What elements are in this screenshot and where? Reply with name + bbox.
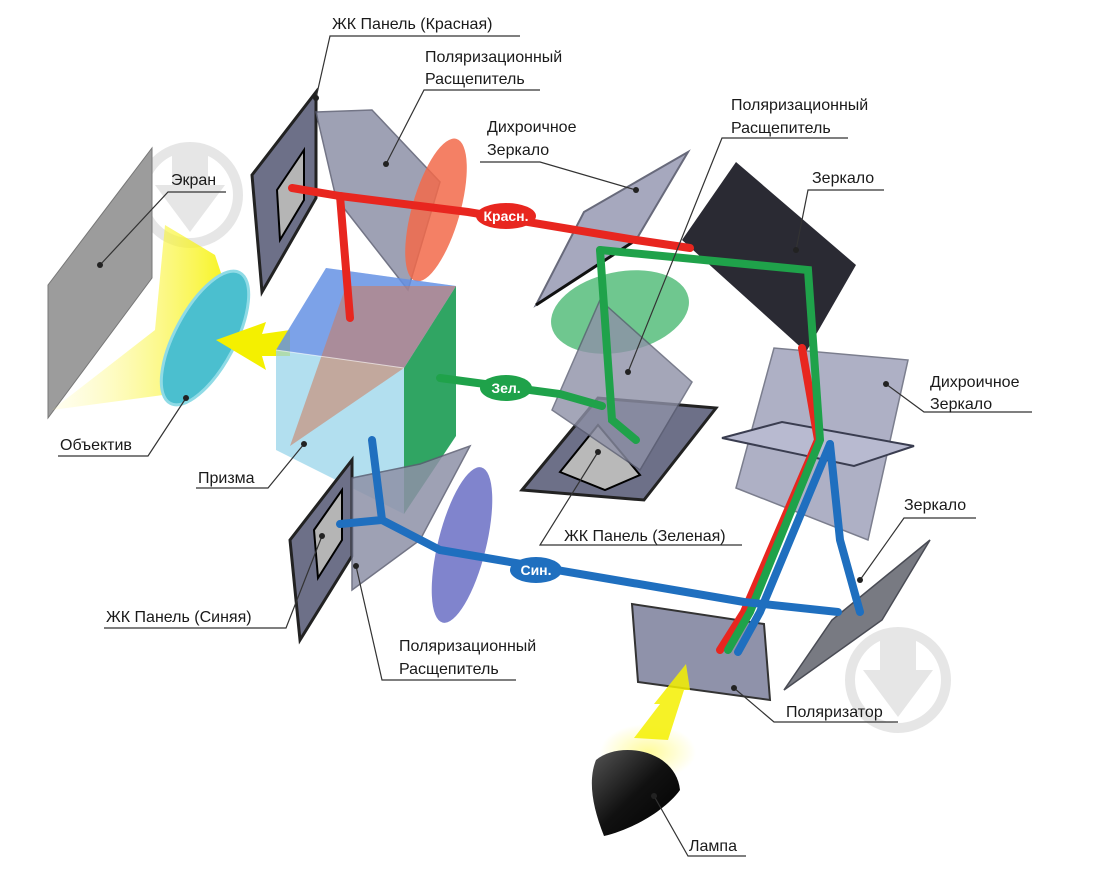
label-lamp: Лампа — [689, 838, 737, 855]
label-lens: Объектив — [60, 437, 132, 454]
lcd-blue-window — [312, 486, 343, 582]
label-mirror-top: Зеркало — [812, 170, 874, 187]
screen-panel — [47, 146, 153, 420]
beam-green — [436, 246, 825, 654]
svg-text:Зел.: Зел. — [491, 380, 520, 396]
prism-cube — [275, 268, 456, 514]
label-lcd-red: ЖК Панель (Красная) — [332, 16, 492, 33]
watermark-top-left — [137, 142, 243, 248]
label-pol-splitter-red-1: Поляризационный — [425, 49, 562, 66]
yellow-arrow-up-icon — [634, 664, 690, 740]
label-polarizer: Поляризатор — [786, 704, 883, 721]
lcd-red-window — [275, 146, 305, 244]
label-lcd-blue: ЖК Панель (Синяя) — [106, 609, 252, 626]
label-pol-splitter-blue-1: Поляризационный — [399, 638, 536, 655]
label-dichroic-right-2: Зеркало — [930, 396, 992, 413]
label-mirror-bottom: Зеркало — [904, 497, 966, 514]
label-pol-splitter-green-1: Поляризационный — [731, 97, 868, 114]
badge-green: Зел. — [480, 375, 532, 401]
lens-blue — [431, 467, 493, 623]
lamp-body — [591, 750, 680, 836]
leader-lines — [58, 35, 1032, 857]
lcd-green-window — [558, 423, 642, 492]
label-lcd-green: ЖК Панель (Зеленая) — [564, 528, 726, 545]
label-dichroic-top-2: Зеркало — [487, 142, 549, 159]
pol-splitter-green — [551, 298, 693, 472]
badge-blue: Син. — [510, 557, 562, 583]
label-screen: Экран — [171, 172, 216, 189]
svg-text:Красн.: Красн. — [483, 208, 528, 224]
yellow-arrow-icon — [216, 322, 290, 370]
label-pol-splitter-blue-2: Расщепитель — [399, 661, 499, 678]
mirror-bottom-plate — [783, 539, 931, 691]
label-pol-splitter-red-2: Расщепитель — [425, 71, 525, 88]
label-prism: Призма — [198, 470, 255, 487]
lens-element — [159, 269, 251, 407]
label-dichroic-top-1: Дихроичное — [487, 119, 577, 136]
svg-text:Син.: Син. — [520, 562, 551, 578]
label-dichroic-right-1: Дихроичное — [930, 374, 1020, 391]
badge-red: Красн. — [476, 203, 536, 229]
watermark-bottom-right — [845, 627, 951, 733]
beam-blue — [336, 436, 864, 656]
label-pol-splitter-green-2: Расщепитель — [731, 120, 831, 137]
pol-splitter-blue — [351, 444, 472, 592]
